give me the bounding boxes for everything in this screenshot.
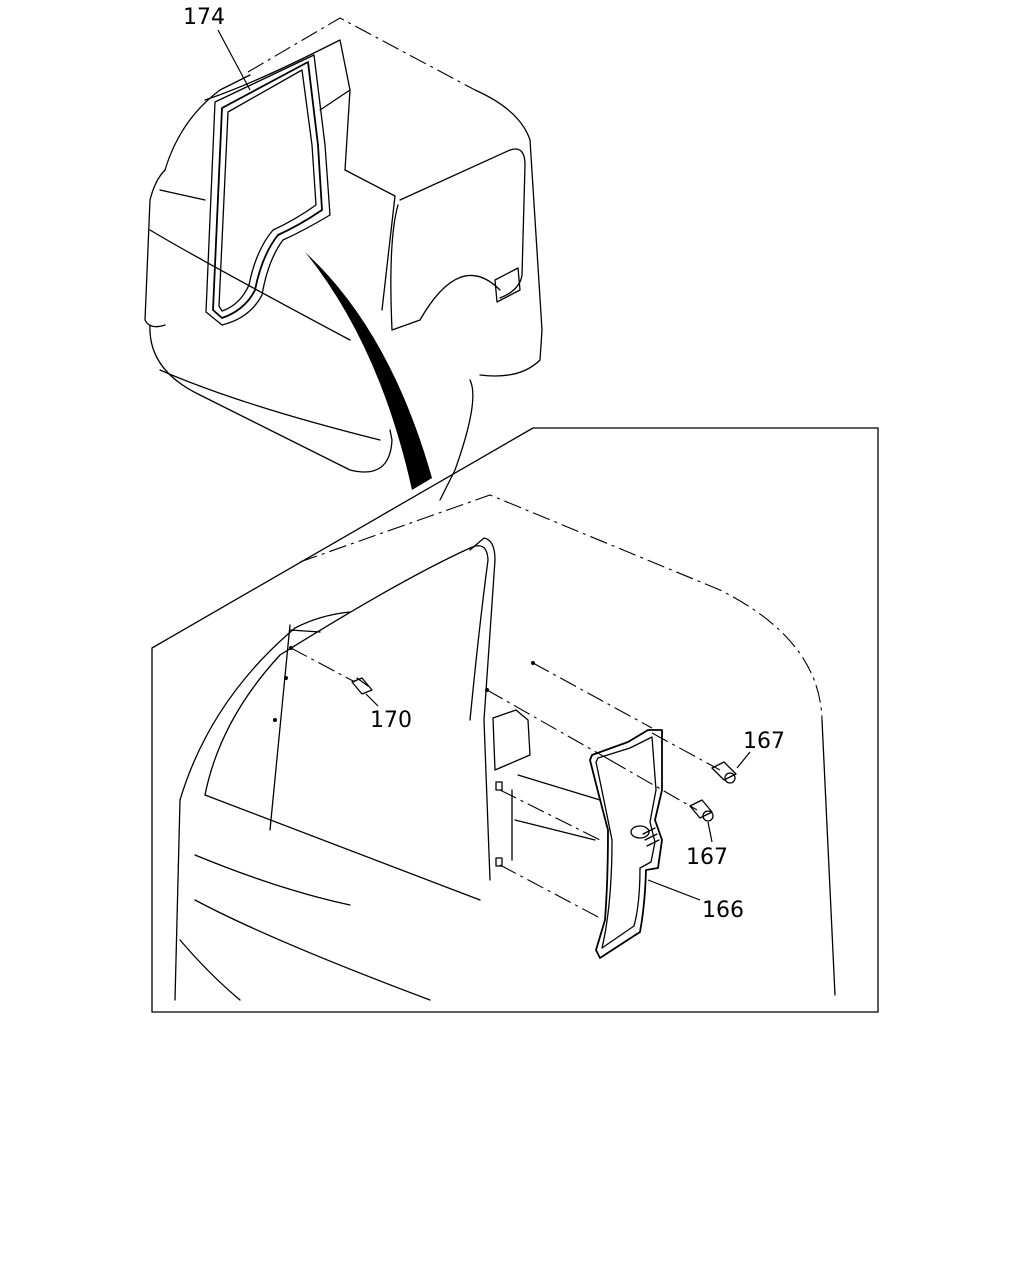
detail-view: 170 166 167 167 <box>174 494 836 1001</box>
clip-167-upper: 167 <box>711 729 785 784</box>
trim-panel-166: 166 <box>589 729 744 959</box>
clip-167-lower: 167 <box>686 799 728 870</box>
clip-170: 170 <box>351 677 412 733</box>
label-167-lower: 167 <box>686 845 728 870</box>
label-167-upper: 167 <box>743 729 785 754</box>
label-166: 166 <box>702 898 744 923</box>
label-174: 174 <box>183 5 225 30</box>
label-170: 170 <box>370 708 412 733</box>
cab-overview: 174 <box>144 5 543 501</box>
detail-frame <box>151 427 879 1013</box>
